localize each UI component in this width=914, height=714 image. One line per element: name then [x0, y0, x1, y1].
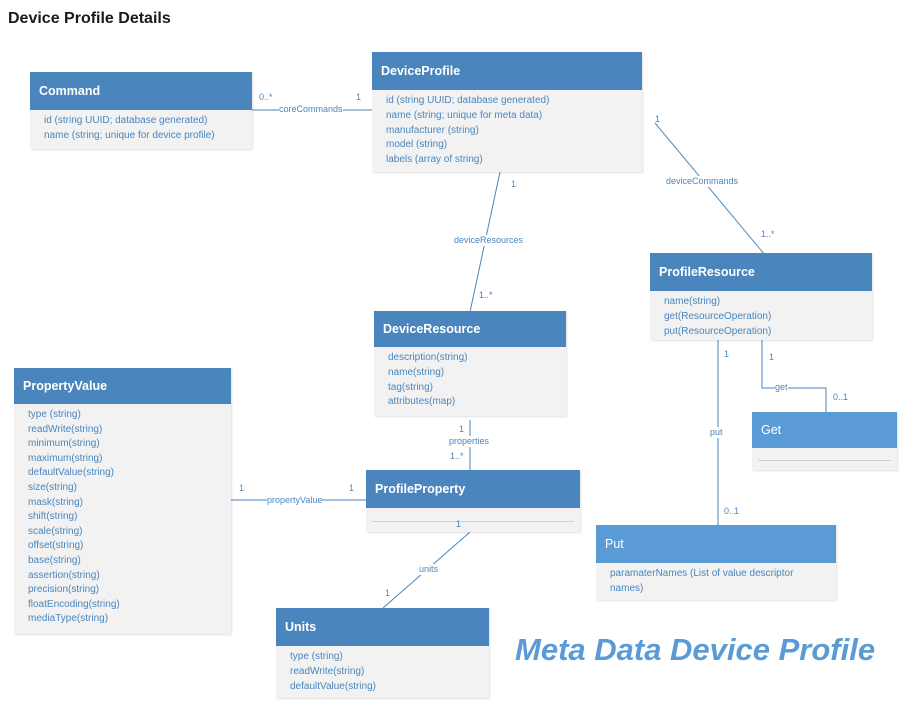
profile-property-class[interactable]: ProfileProperty — [366, 470, 580, 532]
units-class-header: Units — [276, 608, 489, 646]
attribute: attributes(map) — [388, 396, 456, 408]
command-class-header: Command — [30, 72, 252, 110]
attribute: description(string) — [388, 352, 468, 363]
attribute: precision(string) — [28, 584, 100, 596]
diagram-title-watermark: Meta Data Device Profile — [515, 632, 876, 667]
put-assoc-label: put — [710, 427, 723, 438]
attribute: labels (array of string) — [386, 154, 483, 166]
attribute: id (string UUID; database generated) — [44, 115, 208, 126]
units-class[interactable]: Units type (string) readWrite(string) de… — [276, 608, 489, 698]
profile-resource-class[interactable]: ProfileResource name(string) get(Resourc… — [650, 253, 872, 340]
page-title: Device Profile Details — [8, 10, 171, 27]
attribute: defaultValue(string) — [28, 467, 114, 479]
put-class[interactable]: Put paramaterNames (List of value descri… — [596, 525, 836, 600]
command-class[interactable]: Command id (string UUID; database genera… — [30, 72, 252, 149]
units-attributes: type (string) readWrite(string) defaultV… — [276, 646, 489, 700]
attribute: readWrite(string) — [290, 665, 365, 677]
attribute: minimum(string) — [28, 438, 100, 450]
attribute: readWrite(string) — [28, 423, 103, 435]
attribute: model (string) — [386, 139, 448, 151]
device-profile-class-header: DeviceProfile — [372, 52, 642, 90]
multiplicity-label: 1..* — [450, 451, 464, 461]
attribute: id (string UUID; database generated) — [386, 95, 550, 106]
attribute: mask(string) — [28, 496, 84, 508]
multiplicity-label: 1 — [655, 114, 661, 124]
profile-resource-attributes: name(string) get(ResourceOperation) put(… — [650, 291, 872, 345]
attribute: get(ResourceOperation) — [664, 310, 772, 322]
command-attributes: id (string UUID; database generated) nam… — [30, 110, 252, 150]
multiplicity-label: 1 — [349, 483, 355, 493]
core-commands-label: coreCommands — [279, 104, 343, 115]
device-resource-class-header: DeviceResource — [374, 311, 566, 347]
multiplicity-label: 1..* — [479, 290, 493, 300]
multiplicity-label: 1 — [385, 588, 391, 598]
multiplicity-label: 1 — [769, 352, 775, 362]
multiplicity-label: 1 — [724, 349, 730, 359]
multiplicity-label: 1 — [356, 92, 362, 102]
attribute: paramaterNames (List of value descriptor… — [610, 568, 794, 594]
device-resource-attributes: description(string) name(string) tag(str… — [374, 347, 566, 416]
property-value-class-header: PropertyValue — [14, 368, 231, 404]
device-resource-class[interactable]: DeviceResource description(string) name(… — [374, 311, 566, 416]
attribute: offset(string) — [28, 540, 84, 552]
device-resources-label: deviceResources — [454, 235, 524, 246]
multiplicity-label: 0..1 — [833, 392, 849, 402]
multiplicity-label: 1 — [456, 519, 462, 529]
get-assoc-label: get — [775, 382, 788, 393]
device-commands-label: deviceCommands — [666, 176, 739, 187]
attribute: manufacturer (string) — [386, 124, 479, 136]
multiplicity-label: 0..1 — [724, 506, 740, 516]
attribute: size(string) — [28, 481, 77, 493]
property-value-assoc-label: propertyValue — [267, 495, 323, 506]
attribute: put(ResourceOperation) — [664, 325, 772, 337]
device-profile-attributes: id (string UUID; database generated) nam… — [372, 90, 642, 174]
device-commands-line — [654, 122, 766, 256]
multiplicity-label: 1 — [239, 483, 245, 493]
attribute: base(string) — [28, 554, 81, 566]
attribute: scale(string) — [28, 525, 83, 537]
attribute: name (string; unique for device profile) — [44, 129, 215, 141]
divider — [372, 521, 574, 522]
get-class[interactable]: Get — [752, 412, 897, 470]
attribute: name(string) — [388, 366, 445, 378]
units-assoc-label: units — [419, 564, 439, 575]
attribute: type (string) — [28, 409, 81, 420]
get-class-header: Get — [752, 412, 897, 448]
attribute: name(string) — [664, 296, 721, 307]
attribute: shift(string) — [28, 511, 78, 523]
put-class-header: Put — [596, 525, 836, 563]
attribute: tag(string) — [388, 381, 434, 393]
attribute: mediaType(string) — [28, 613, 109, 625]
multiplicity-label: 1 — [511, 179, 517, 189]
property-value-attributes: type (string) readWrite(string) minimum(… — [14, 404, 231, 633]
attribute: defaultValue(string) — [290, 680, 376, 692]
device-profile-class[interactable]: DeviceProfile id (string UUID; database … — [372, 52, 642, 172]
attribute: floatEncoding(string) — [28, 598, 120, 610]
properties-label: properties — [449, 436, 490, 447]
attribute: assertion(string) — [28, 569, 100, 581]
profile-resource-class-header: ProfileResource — [650, 253, 872, 291]
get-line — [761, 340, 827, 412]
attribute: type (string) — [290, 651, 343, 662]
multiplicity-label: 1..* — [761, 229, 775, 239]
put-attributes: paramaterNames (List of value descriptor… — [596, 563, 836, 603]
divider — [758, 460, 891, 461]
multiplicity-label: 1 — [459, 424, 465, 434]
attribute: name (string; unique for meta data) — [386, 109, 543, 121]
multiplicity-label: 0..* — [259, 92, 273, 102]
profile-property-class-header: ProfileProperty — [366, 470, 580, 508]
property-value-class[interactable]: PropertyValue type (string) readWrite(st… — [14, 368, 231, 634]
attribute: maximum(string) — [28, 452, 103, 464]
